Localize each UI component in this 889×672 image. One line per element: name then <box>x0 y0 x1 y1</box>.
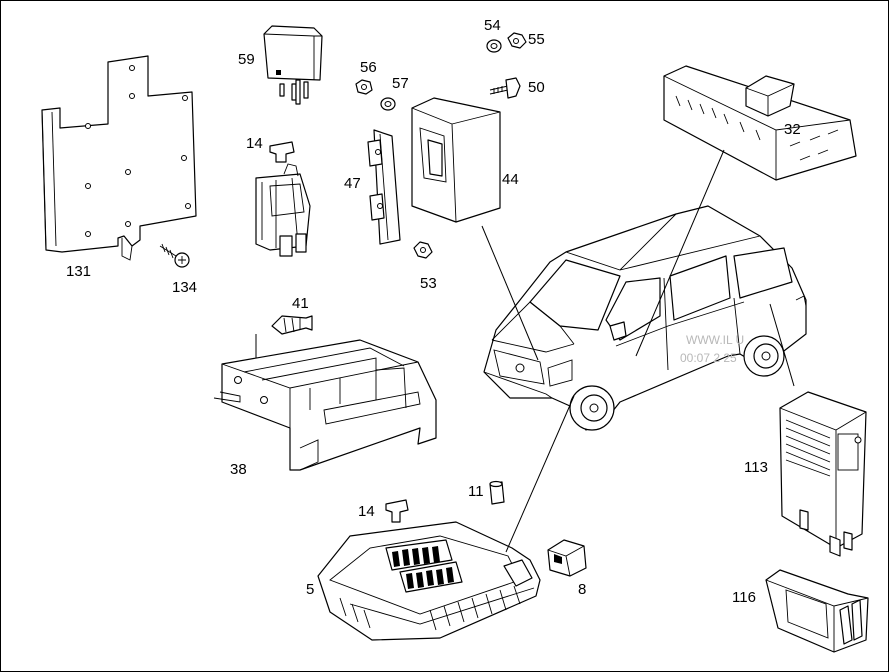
label-41: 41 <box>292 295 309 312</box>
watermark-line-1: WWW.IL U <box>686 333 744 347</box>
control-module-32 <box>663 65 857 181</box>
tray-38 <box>213 339 437 471</box>
washer-54 <box>486 39 502 53</box>
label-14-top: 14 <box>246 135 263 152</box>
label-113: 113 <box>744 459 768 476</box>
screw-134 <box>159 243 190 268</box>
label-56: 56 <box>360 59 377 76</box>
label-57: 57 <box>392 75 409 92</box>
fuse-14-top <box>269 141 295 163</box>
label-44: 44 <box>502 171 519 188</box>
holder-116 <box>765 569 869 653</box>
watermark-line-2: 00:07 2 25 <box>680 351 737 365</box>
fuse-14-bottom <box>385 499 409 523</box>
van-illustration <box>483 205 807 431</box>
leader-lines <box>481 149 795 553</box>
label-47: 47 <box>344 175 361 192</box>
bracket-plate-131 <box>41 55 197 261</box>
label-134: 134 <box>172 279 197 296</box>
clip-41 <box>255 315 313 360</box>
label-14-bottom: 14 <box>358 503 375 520</box>
part-labels: 131 134 59 14 56 57 47 54 55 50 44 53 32… <box>66 17 801 606</box>
label-32: 32 <box>784 121 801 138</box>
relay-59 <box>263 25 323 105</box>
bracket-47 <box>367 129 401 245</box>
label-54: 54 <box>484 17 501 34</box>
label-55: 55 <box>528 31 545 48</box>
label-11: 11 <box>468 483 484 500</box>
label-53: 53 <box>420 275 437 292</box>
washer-57 <box>380 97 396 111</box>
label-116: 116 <box>732 589 756 606</box>
module-113 <box>779 391 867 557</box>
relay-8 <box>547 539 587 577</box>
relay-holder <box>255 163 311 257</box>
housing-44 <box>411 97 501 223</box>
label-59: 59 <box>238 51 255 68</box>
label-38: 38 <box>230 461 247 478</box>
nut-55 <box>507 32 527 49</box>
nut-56 <box>355 79 373 95</box>
watermark: WWW.IL U 00:07 2 25 <box>680 333 744 365</box>
label-5: 5 <box>306 581 314 598</box>
label-131: 131 <box>66 263 91 280</box>
label-8: 8 <box>578 581 586 598</box>
spacer-11 <box>489 480 505 505</box>
bolt-50 <box>489 77 521 99</box>
nut-53 <box>413 241 433 259</box>
label-50: 50 <box>528 79 545 96</box>
fuse-box-5 <box>317 521 541 641</box>
